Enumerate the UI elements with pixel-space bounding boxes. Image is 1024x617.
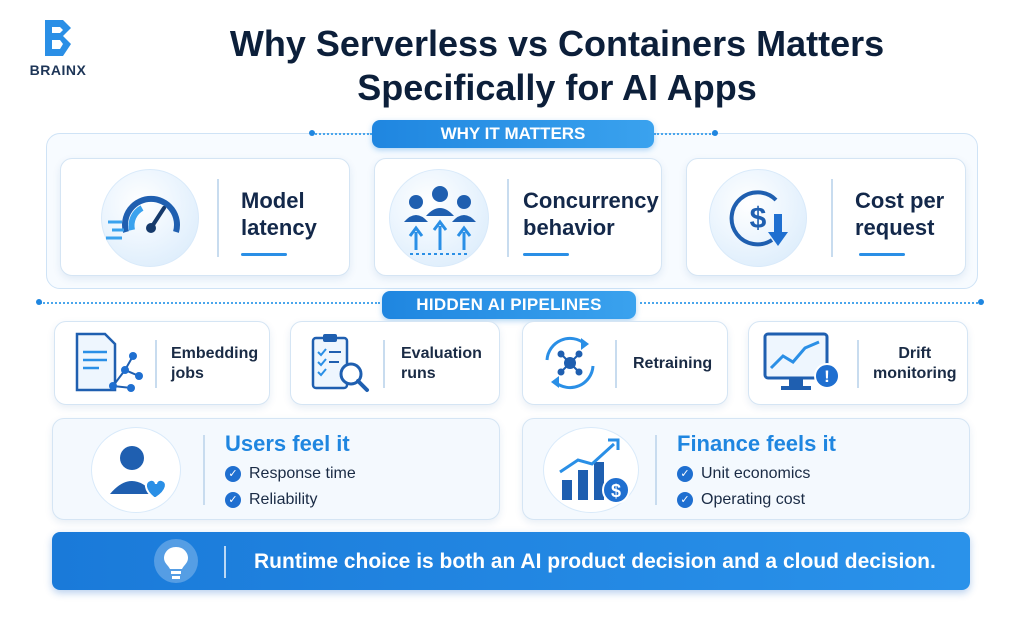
retrain-cycle-icon xyxy=(545,336,595,390)
users-title: Users feel it xyxy=(225,431,350,456)
card-label: Concurrency behavior xyxy=(523,188,659,240)
users-item-reliability: ✓Reliability xyxy=(225,491,317,509)
svg-text:$: $ xyxy=(750,202,767,235)
divider-dot xyxy=(978,299,984,305)
divider-line xyxy=(640,302,978,304)
label-underline xyxy=(859,253,905,256)
brand-name: BRAINX xyxy=(29,62,87,78)
card-label: Evaluation runs xyxy=(401,345,482,382)
check-icon: ✓ xyxy=(225,465,241,482)
checklist-magnifier-icon xyxy=(311,334,369,392)
divider-dot xyxy=(712,130,718,136)
divider-line xyxy=(654,133,714,135)
document-network-icon xyxy=(75,332,143,392)
chart-dollar-icon: $ xyxy=(559,438,630,504)
check-icon: ✓ xyxy=(677,465,693,482)
finance-item-operating-cost: ✓Operating cost xyxy=(677,491,805,509)
banner-separator xyxy=(224,546,226,578)
divider-line xyxy=(40,302,380,304)
card-model-latency: Model latency xyxy=(60,158,350,276)
card-label: Retraining xyxy=(633,355,713,372)
banner-text: Runtime choice is both an AI product dec… xyxy=(254,550,936,573)
card-label: Model latency xyxy=(241,188,317,240)
chart-dollar-icon-circle: $ xyxy=(543,427,639,513)
users-arrows-icon xyxy=(404,186,476,255)
check-icon: ✓ xyxy=(225,491,241,508)
label-underline xyxy=(523,253,569,256)
label-underline xyxy=(241,253,287,256)
svg-text:$: $ xyxy=(611,481,621,501)
card-users-feel-it: Users feel it ✓Response time ✓Reliabilit… xyxy=(52,418,500,520)
svg-text:!: ! xyxy=(824,367,830,386)
card-label: Embedding jobs xyxy=(171,345,259,382)
brainx-logo-icon xyxy=(45,20,71,56)
user-heart-icon xyxy=(110,446,167,499)
conclusion-banner: Runtime choice is both an AI product dec… xyxy=(52,532,970,590)
check-icon: ✓ xyxy=(677,491,693,508)
card-drift-monitoring: ! Drift monitoring xyxy=(748,321,968,405)
users-item-response-time: ✓Response time xyxy=(225,465,356,483)
speedometer-icon xyxy=(106,195,180,240)
finance-item-unit-economics: ✓Unit economics xyxy=(677,465,810,483)
users-arrows-icon-circle xyxy=(389,169,489,267)
card-label: Cost per request xyxy=(855,188,945,240)
card-separator xyxy=(203,435,205,505)
card-separator xyxy=(155,340,157,388)
section-label-why: WHY IT MATTERS xyxy=(372,120,654,148)
card-separator xyxy=(383,340,385,388)
card-separator xyxy=(217,179,219,257)
card-separator xyxy=(831,179,833,257)
card-retraining: Retraining xyxy=(522,321,728,405)
card-concurrency: Concurrency behavior xyxy=(374,158,662,276)
card-finance-feels-it: $ Finance feels it ✓Unit economics ✓Oper… xyxy=(522,418,970,520)
monitor-alert-icon: ! xyxy=(763,332,840,390)
card-separator xyxy=(507,179,509,257)
user-heart-icon-circle xyxy=(91,427,181,513)
speedometer-icon-circle xyxy=(101,169,199,267)
lightbulb-icon xyxy=(154,539,198,583)
section-label-hidden: HIDDEN AI PIPELINES xyxy=(382,291,636,319)
title-line-2: Specifically for AI Apps xyxy=(357,67,757,108)
card-separator xyxy=(857,340,859,388)
divider-line xyxy=(312,133,372,135)
card-cost-per-request: $ Cost per request xyxy=(686,158,966,276)
dollar-down-icon: $ xyxy=(729,190,788,247)
card-embedding-jobs: Embedding jobs xyxy=(54,321,270,405)
finance-title: Finance feels it xyxy=(677,431,836,456)
card-evaluation-runs: Evaluation runs xyxy=(290,321,500,405)
card-label: Drift monitoring xyxy=(873,345,957,382)
card-separator xyxy=(615,340,617,388)
divider-dot xyxy=(36,299,42,305)
divider-dot xyxy=(309,130,315,136)
page-title: Why Serverless vs Containers Matters Spe… xyxy=(110,22,1004,110)
title-line-1: Why Serverless vs Containers Matters xyxy=(229,23,885,64)
card-separator xyxy=(655,435,657,505)
brand-logo: BRAINX xyxy=(18,18,98,78)
dollar-down-icon-circle: $ xyxy=(709,169,807,267)
